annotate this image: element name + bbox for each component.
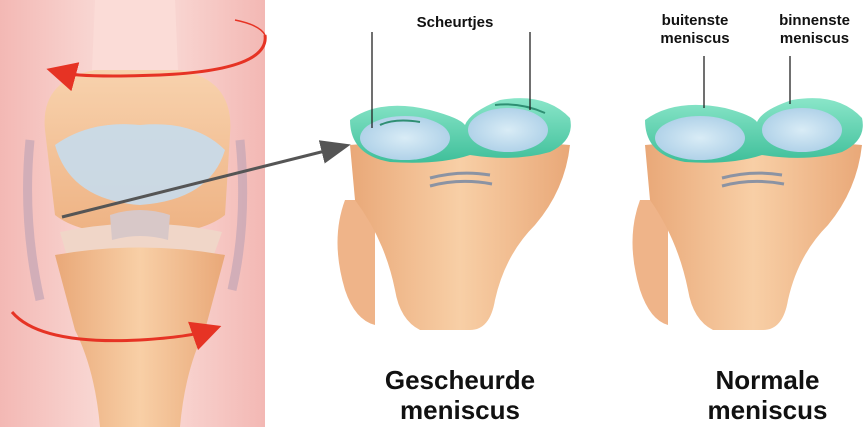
ligaments <box>110 210 170 240</box>
leg-illustration <box>0 0 265 427</box>
torn-meniscus-illustration <box>338 32 571 330</box>
normal-meniscus-illustration <box>633 56 863 330</box>
normal-lateral-plateau <box>655 116 745 160</box>
inner-meniscus-label: binnenste meniscus <box>762 12 867 48</box>
normal-tibia <box>645 140 862 330</box>
tears-label: Scheurtjes <box>385 14 525 32</box>
torn-tibia <box>350 140 570 330</box>
normal-medial-plateau <box>762 108 842 152</box>
outer-meniscus-label: buitenste meniscus <box>640 12 750 48</box>
normal-meniscus-caption: Normale meniscus <box>680 365 855 425</box>
torn-medial-plateau <box>468 108 548 152</box>
torn-lateral-plateau <box>360 116 450 160</box>
torn-meniscus-caption: Gescheurde meniscus <box>360 365 560 425</box>
